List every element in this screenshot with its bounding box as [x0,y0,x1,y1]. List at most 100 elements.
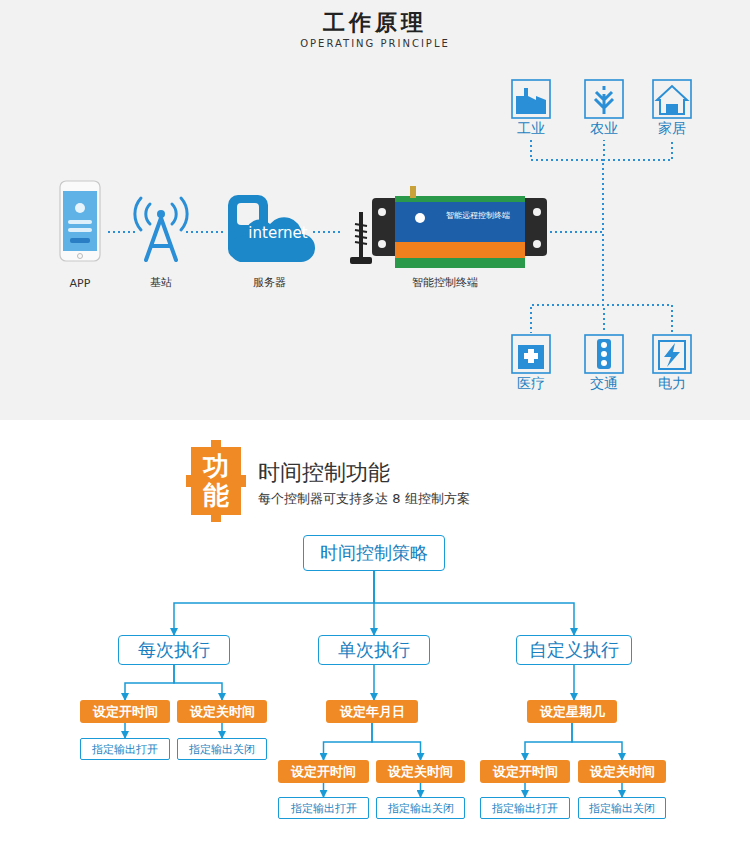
icon-symbols [659,341,685,369]
flow-arrow [323,783,325,797]
process-box: 设定开时间 [278,760,369,783]
terminal-device [415,213,425,223]
terminal-device [378,240,386,248]
node-text: internet [243,224,313,242]
icon-symbols [601,351,607,357]
process-box: 每次执行 [118,635,230,665]
box-text: 设定关时间 [190,703,255,721]
box-text: 设定开时间 [291,763,356,781]
antenna [359,212,363,258]
phone-icon [68,220,92,224]
icon-boxes [653,80,691,118]
process-box: 指定输出关闭 [578,797,666,819]
icon-symbols [524,353,538,359]
icon-node: 医疗 [500,333,562,393]
phone-icon [70,238,90,243]
terminal-device [395,202,525,242]
process-box: 指定输出关闭 [177,738,267,760]
icon-symbols [597,339,611,369]
icon-symbols [666,104,678,114]
icon-boxes [512,80,550,118]
box-text: 指定输出打开 [291,801,357,816]
box-text: 设定年月日 [340,703,405,721]
tower-icon [135,198,187,230]
tower-icon [157,210,165,218]
process-box: 时间控制策略 [303,535,445,571]
text-label: OPERATING PRINCIPLE [0,38,750,49]
node-text: 医疗 [500,375,562,393]
antenna [350,212,372,264]
dotted-link [531,232,603,333]
flow-arrow [372,723,421,760]
process-box: 设定关时间 [578,760,666,783]
terminal-device [533,240,541,248]
process-box: 设定星期几 [527,700,617,723]
dotted-link [531,140,603,232]
box-text: 指定输出打开 [92,742,158,757]
icon-node: 电力 [641,333,703,393]
flow-arrow [174,665,222,700]
box-text: 设定关时间 [590,763,655,781]
icon-symbols [516,88,546,114]
icon-node: 家居 [641,78,703,138]
icon-symbols [601,360,607,366]
process-box: 自定义执行 [516,635,632,665]
process-box: 指定输出关闭 [376,797,465,819]
flow-arrow [621,783,623,797]
icon-node: 基站 [136,190,186,290]
dotted-link [550,140,604,232]
node-text: 智能远程控制终端 [430,210,526,221]
badge-shape [186,440,246,522]
background-band [0,0,750,420]
text-label: 每个控制器可支持多达 8 组控制方案 [258,490,470,508]
flow-arrow [572,723,622,760]
box-text: 每次执行 [138,638,210,662]
process-box: 设定关时间 [177,700,267,723]
terminal-device [372,186,547,268]
terminal-device [378,208,386,216]
box-text: 时间控制策略 [320,541,428,565]
flow-arrow [125,665,174,700]
phone-icon [75,203,85,213]
flow-arrow [324,723,373,760]
phone-icon [63,191,97,251]
dotted-link [550,232,604,333]
box-text: 指定输出打开 [492,801,558,816]
flow-arrow [221,723,223,738]
flow-arrow [525,723,572,760]
dotted-link [550,232,672,333]
phone-icon [60,181,100,261]
icon-boxes [585,335,623,373]
process-box: 指定输出打开 [480,797,570,819]
badge-text: 功能 [203,452,229,509]
antenna [350,257,372,264]
tower-icon [146,204,176,224]
icon-node: APP [52,178,108,290]
icon-symbols [664,343,680,367]
terminal-device [410,186,416,198]
flow-arrow [420,783,422,797]
node-text: 服务器 [225,275,313,290]
dotted-link [186,231,225,233]
node-text: APP [52,277,108,290]
box-text: 设定开时间 [493,763,558,781]
process-box: 设定年月日 [326,700,418,723]
icon-symbols [518,345,544,369]
box-text: 指定输出关闭 [388,801,454,816]
icon-boxes [653,335,691,373]
process-box: 指定输出打开 [278,797,369,819]
icon-node: 工业 [500,78,562,138]
tower-icon [135,198,187,260]
flow-arrow [124,723,126,738]
box-text: 指定输出关闭 [589,801,655,816]
icon-symbols [601,342,607,348]
phone-icon [60,181,100,261]
box-text: 指定输出关闭 [189,742,255,757]
box-text: 设定开时间 [93,703,158,721]
icon-symbols [595,86,613,114]
dotted-link [550,140,672,232]
badge-tag: 功能 [186,440,246,522]
process-box: 指定输出打开 [80,738,170,760]
icon-node: 农业 [573,78,635,138]
